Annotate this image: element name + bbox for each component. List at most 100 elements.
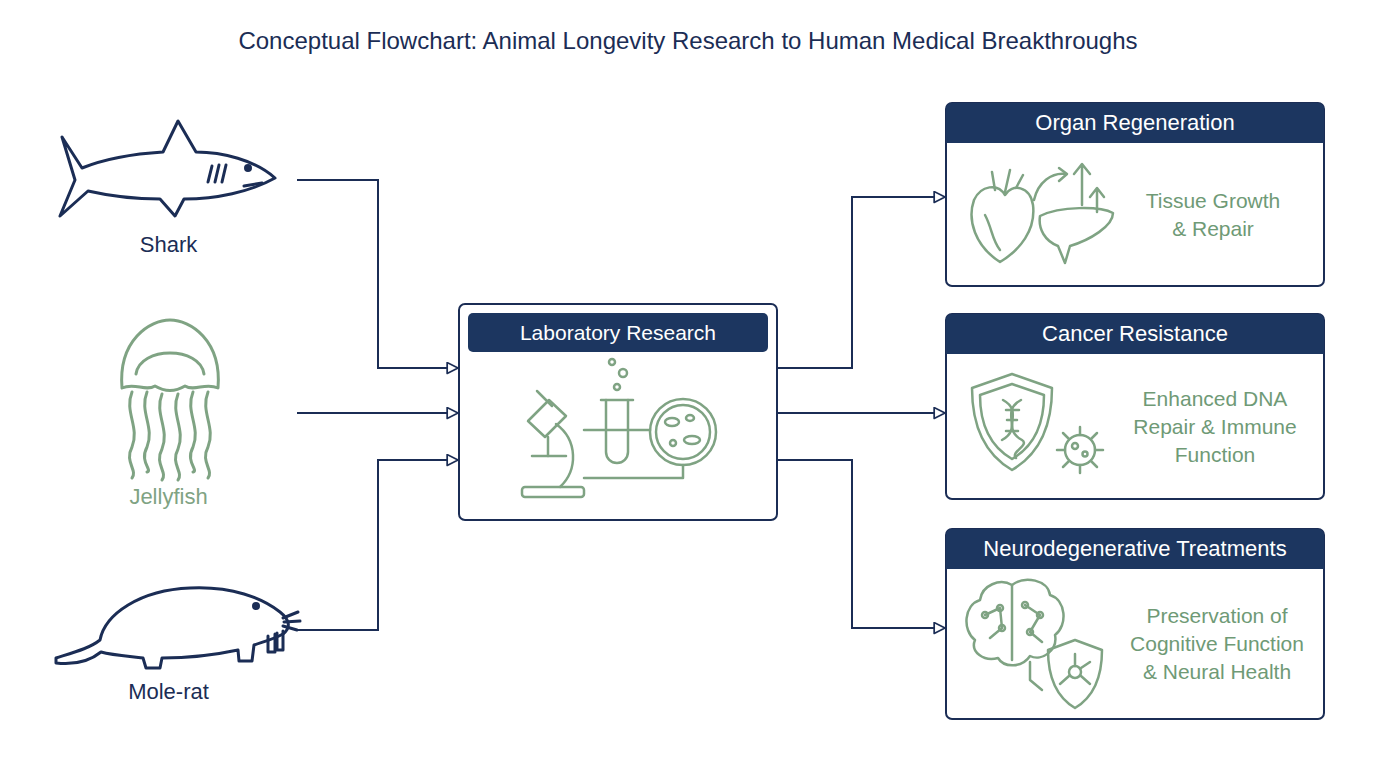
laboratory-icons-part — [584, 429, 650, 432]
organ-icons-part — [972, 187, 1034, 262]
animal-label: Mole-rat — [128, 679, 209, 705]
neuro-icons-part — [982, 612, 988, 618]
neuro-icons-part — [966, 580, 1063, 665]
cancer-icons-part — [980, 384, 1044, 459]
box-description: Enhanced DNA Repair & Immune Function — [1124, 385, 1306, 469]
laboratory-icons-part — [650, 399, 716, 465]
cancer-icons-part — [1057, 427, 1103, 473]
jellyfish-illustration-part — [129, 392, 134, 478]
neuro-icons-part — [1030, 662, 1042, 690]
laboratory-icons-part — [547, 437, 550, 456]
neuro-icons — [966, 580, 1102, 708]
neuro-icons-part — [1027, 629, 1033, 635]
diagram-title: Conceptual Flowchart: Animal Longevity R… — [0, 27, 1376, 55]
animal-node: Shark — [40, 110, 297, 260]
jellyfish-illustration-part — [144, 392, 149, 472]
flow-connector — [297, 460, 458, 630]
neuro-icons-part — [1069, 666, 1081, 678]
laboratory-icons-part — [584, 465, 683, 478]
laboratory-icons-part — [556, 424, 573, 487]
animal-node: Mole-rat — [40, 575, 297, 707]
flow-connector — [297, 180, 458, 368]
laboratory-icons — [522, 359, 716, 497]
box-heading: Organ Regeneration — [946, 103, 1324, 143]
neuro-icons-part — [1048, 640, 1102, 708]
laboratory-icons-part — [606, 429, 628, 432]
flow-connector — [778, 412, 945, 414]
shark-illustration — [60, 121, 275, 216]
jellyfish-illustration-part — [159, 394, 164, 480]
box-heading: Neurodegenerative Treatments — [946, 529, 1324, 569]
neuro-icons-part — [1037, 612, 1043, 618]
laboratory-icons-part — [619, 369, 627, 377]
mole-rat-illustration-part — [56, 588, 288, 668]
neuro-icons-part — [985, 605, 1042, 642]
neuro-icons-part — [1022, 602, 1028, 608]
organ-icons — [972, 164, 1113, 263]
shark-illustration-part — [208, 165, 226, 182]
cancer-icons-part — [1065, 435, 1095, 465]
organ-icons-part — [985, 215, 1000, 250]
flow-connector — [778, 197, 945, 368]
laboratory-icons-part — [684, 436, 700, 444]
jellyfish-illustration-part — [136, 353, 204, 374]
cancer-icons-part — [1072, 443, 1078, 449]
animal-label: Jellyfish — [129, 484, 207, 510]
laboratory-icons-part — [528, 400, 566, 437]
outcome-box: Cancer ResistanceEnhanced DNA Repair & I… — [945, 313, 1325, 500]
box-description: Tissue Growth & Repair — [1138, 187, 1288, 243]
neuro-icons-part — [1060, 654, 1090, 684]
laboratory-icons-part — [686, 415, 694, 421]
laboratory-icons-part — [656, 405, 710, 459]
organ-icons-part — [1040, 208, 1113, 263]
box-description: Preservation of Cognitive Function & Neu… — [1121, 602, 1313, 686]
jellyfish-illustration-part — [190, 392, 195, 472]
organ-icons-part — [1074, 164, 1090, 205]
laboratory-icons-part — [537, 391, 552, 406]
mole-rat-illustration — [56, 588, 300, 668]
laboratory-icons-part — [609, 359, 615, 365]
mole-rat-illustration-part — [268, 634, 275, 652]
cancer-icons-part — [1003, 400, 1024, 458]
cancer-icons-part — [1002, 400, 1021, 440]
organ-icons-part — [1059, 168, 1067, 181]
outcome-box: Neurodegenerative TreatmentsPreservation… — [945, 528, 1325, 720]
laboratory-icons-part — [522, 487, 584, 497]
box-heading: Cancer Resistance — [946, 314, 1324, 354]
mole-rat-illustration-part — [283, 612, 300, 630]
neuro-icons-part — [999, 625, 1005, 631]
process-box: Laboratory Research — [458, 303, 778, 521]
laboratory-icons-part — [670, 440, 676, 446]
laboratory-icons-part — [601, 399, 633, 402]
animal-label: Shark — [140, 232, 197, 258]
shark-illustration-part — [244, 183, 262, 186]
neuro-icons-part — [997, 605, 1003, 611]
cancer-icons-part — [1006, 410, 1019, 431]
organ-icons-part — [1034, 174, 1066, 200]
box-heading: Laboratory Research — [468, 313, 768, 352]
flow-connector — [297, 412, 458, 414]
outcome-box: Organ RegenerationTissue Growth & Repair — [945, 102, 1325, 287]
cancer-icons-part — [972, 374, 1052, 470]
laboratory-icons-part — [606, 400, 628, 463]
laboratory-icons-part — [614, 384, 620, 390]
mole-rat-illustration-part — [254, 604, 259, 609]
cancer-icons-part — [1083, 452, 1088, 457]
mole-rat-illustration-part — [277, 631, 283, 650]
organ-icons-part — [992, 170, 1023, 192]
laboratory-icons-part — [532, 455, 566, 458]
shark-illustration-part — [246, 166, 251, 171]
jellyfish-illustration-part — [122, 320, 219, 391]
laboratory-icons-part — [665, 418, 679, 426]
jellyfish-illustration-part — [175, 394, 180, 480]
neuro-icons-part — [1011, 585, 1014, 660]
cancer-icons — [972, 374, 1103, 473]
jellyfish-illustration-part — [205, 392, 210, 478]
animal-node: Jellyfish — [40, 310, 297, 512]
shark-illustration-part — [60, 121, 275, 216]
jellyfish-illustration — [122, 320, 219, 480]
organ-icons-part — [1090, 188, 1104, 212]
flow-connector — [778, 460, 945, 628]
